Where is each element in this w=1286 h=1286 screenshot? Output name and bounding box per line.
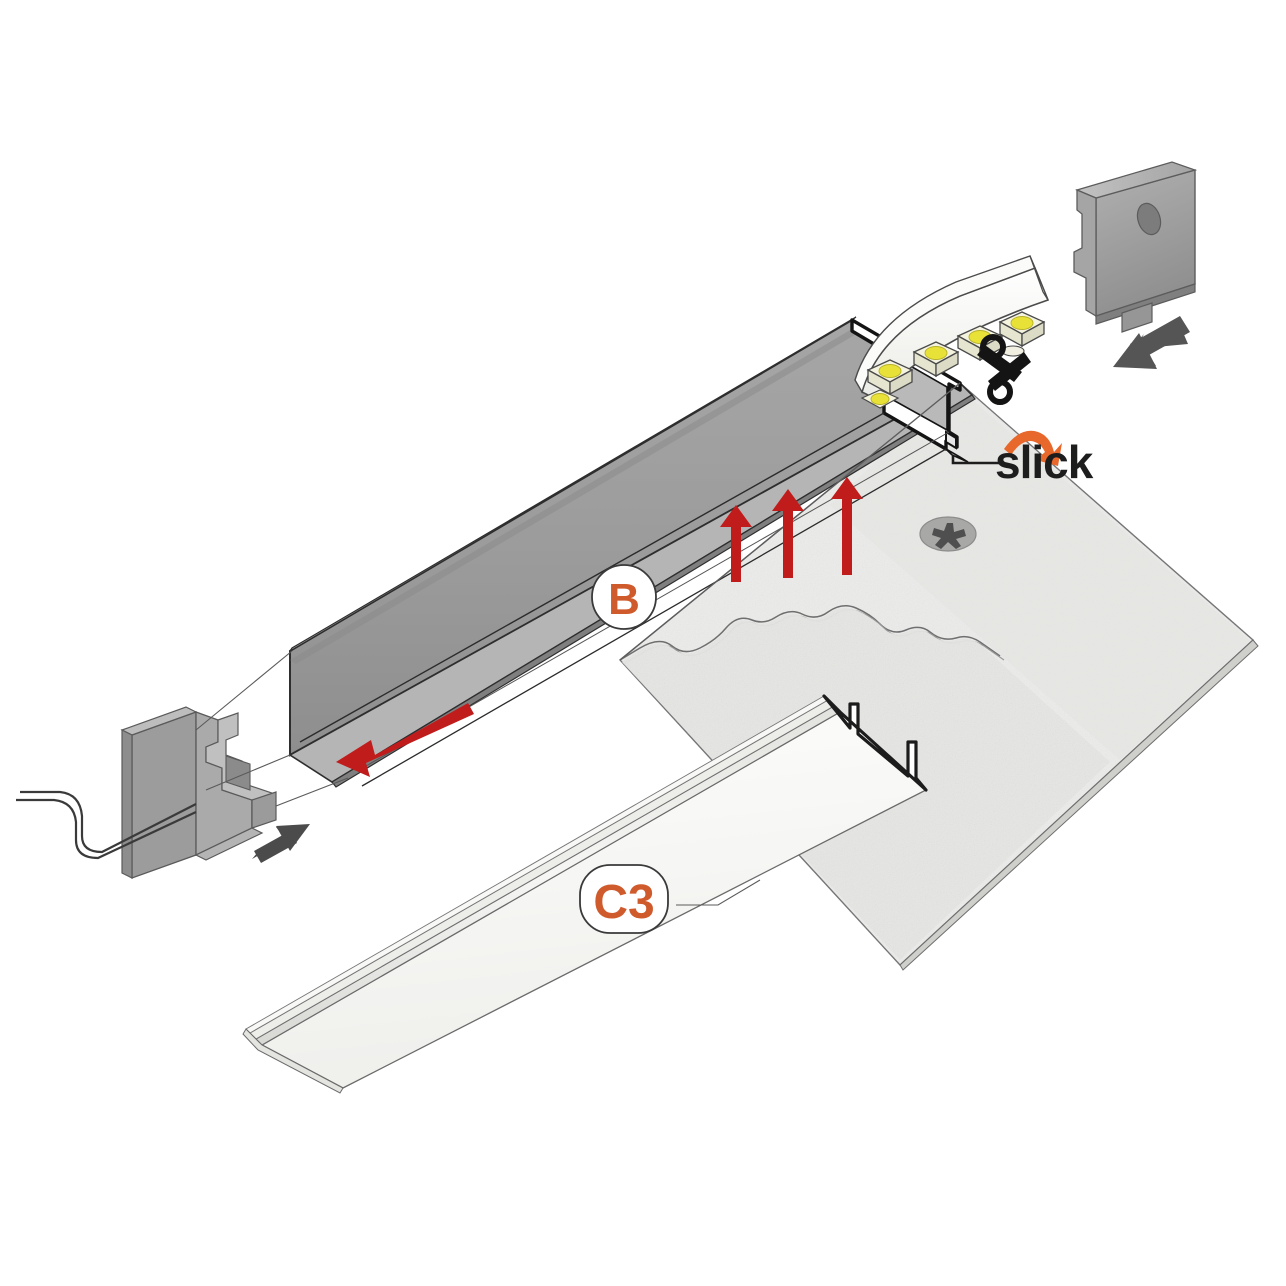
diffuser-leader-line (676, 879, 761, 906)
insert-arrow-2 (772, 489, 804, 578)
power-cable (16, 790, 197, 860)
end-cap-left-recess (225, 755, 251, 791)
end-cap-left-plate-side (121, 729, 133, 879)
led-chip (866, 359, 914, 396)
profile-top-edge (289, 316, 857, 652)
end-cap-right-bottom (1095, 283, 1196, 325)
led-strip (854, 255, 1050, 409)
insert-direction-arrows (720, 477, 863, 582)
end-cap-left-foot (194, 827, 264, 861)
diffuser-end-section (822, 694, 928, 792)
slide-arrow-shape (336, 703, 474, 777)
insert-arrow-3 (831, 477, 863, 575)
profile-barb-right (945, 430, 957, 450)
callout-c3-label: C3 (593, 876, 654, 929)
profile-inner-highlight (290, 329, 858, 664)
scissors-icon (977, 334, 1031, 405)
end-cap-cable-hole (1136, 202, 1162, 236)
callout-b: B (591, 564, 657, 630)
callout-b-label: B (608, 575, 640, 624)
led-chip (998, 311, 1046, 348)
callout-c3-shape (579, 864, 669, 934)
drywall-torn-edge (619, 605, 1001, 661)
profile-lip-line-upper (299, 412, 885, 743)
phillips-screw (919, 516, 977, 552)
end-cap-right-flank (1073, 189, 1097, 318)
led-chip (860, 389, 900, 409)
callout-c3: C3 (579, 864, 669, 934)
slide-direction-arrow (336, 703, 474, 777)
callout-b-circle (591, 564, 657, 630)
diffuser-near-end (242, 1028, 344, 1094)
led-strip-edge (1029, 255, 1049, 301)
end-cap-right (1073, 161, 1198, 333)
alignment-guide-lines (195, 650, 349, 807)
logo-wordmark: slick (995, 436, 1094, 488)
drywall-shading-band (830, 386, 1250, 760)
end-cap-insert-arrow-right (1113, 316, 1190, 369)
screw-cross-slot (932, 523, 966, 549)
led-chip (912, 341, 960, 378)
end-cap-right-tongue (1121, 302, 1153, 333)
logo-leader-line (951, 456, 1000, 465)
end-cap-insert-arrow-left (252, 824, 310, 863)
brand-logo: slick (951, 430, 1095, 488)
insert-arrow-1 (720, 505, 752, 582)
end-cap-left-stub (251, 791, 277, 829)
end-cap-left (120, 706, 277, 879)
logo-chevron-icon (1004, 430, 1062, 466)
end-cap-left-plate (131, 711, 197, 879)
drywall-thickness (899, 639, 1259, 971)
